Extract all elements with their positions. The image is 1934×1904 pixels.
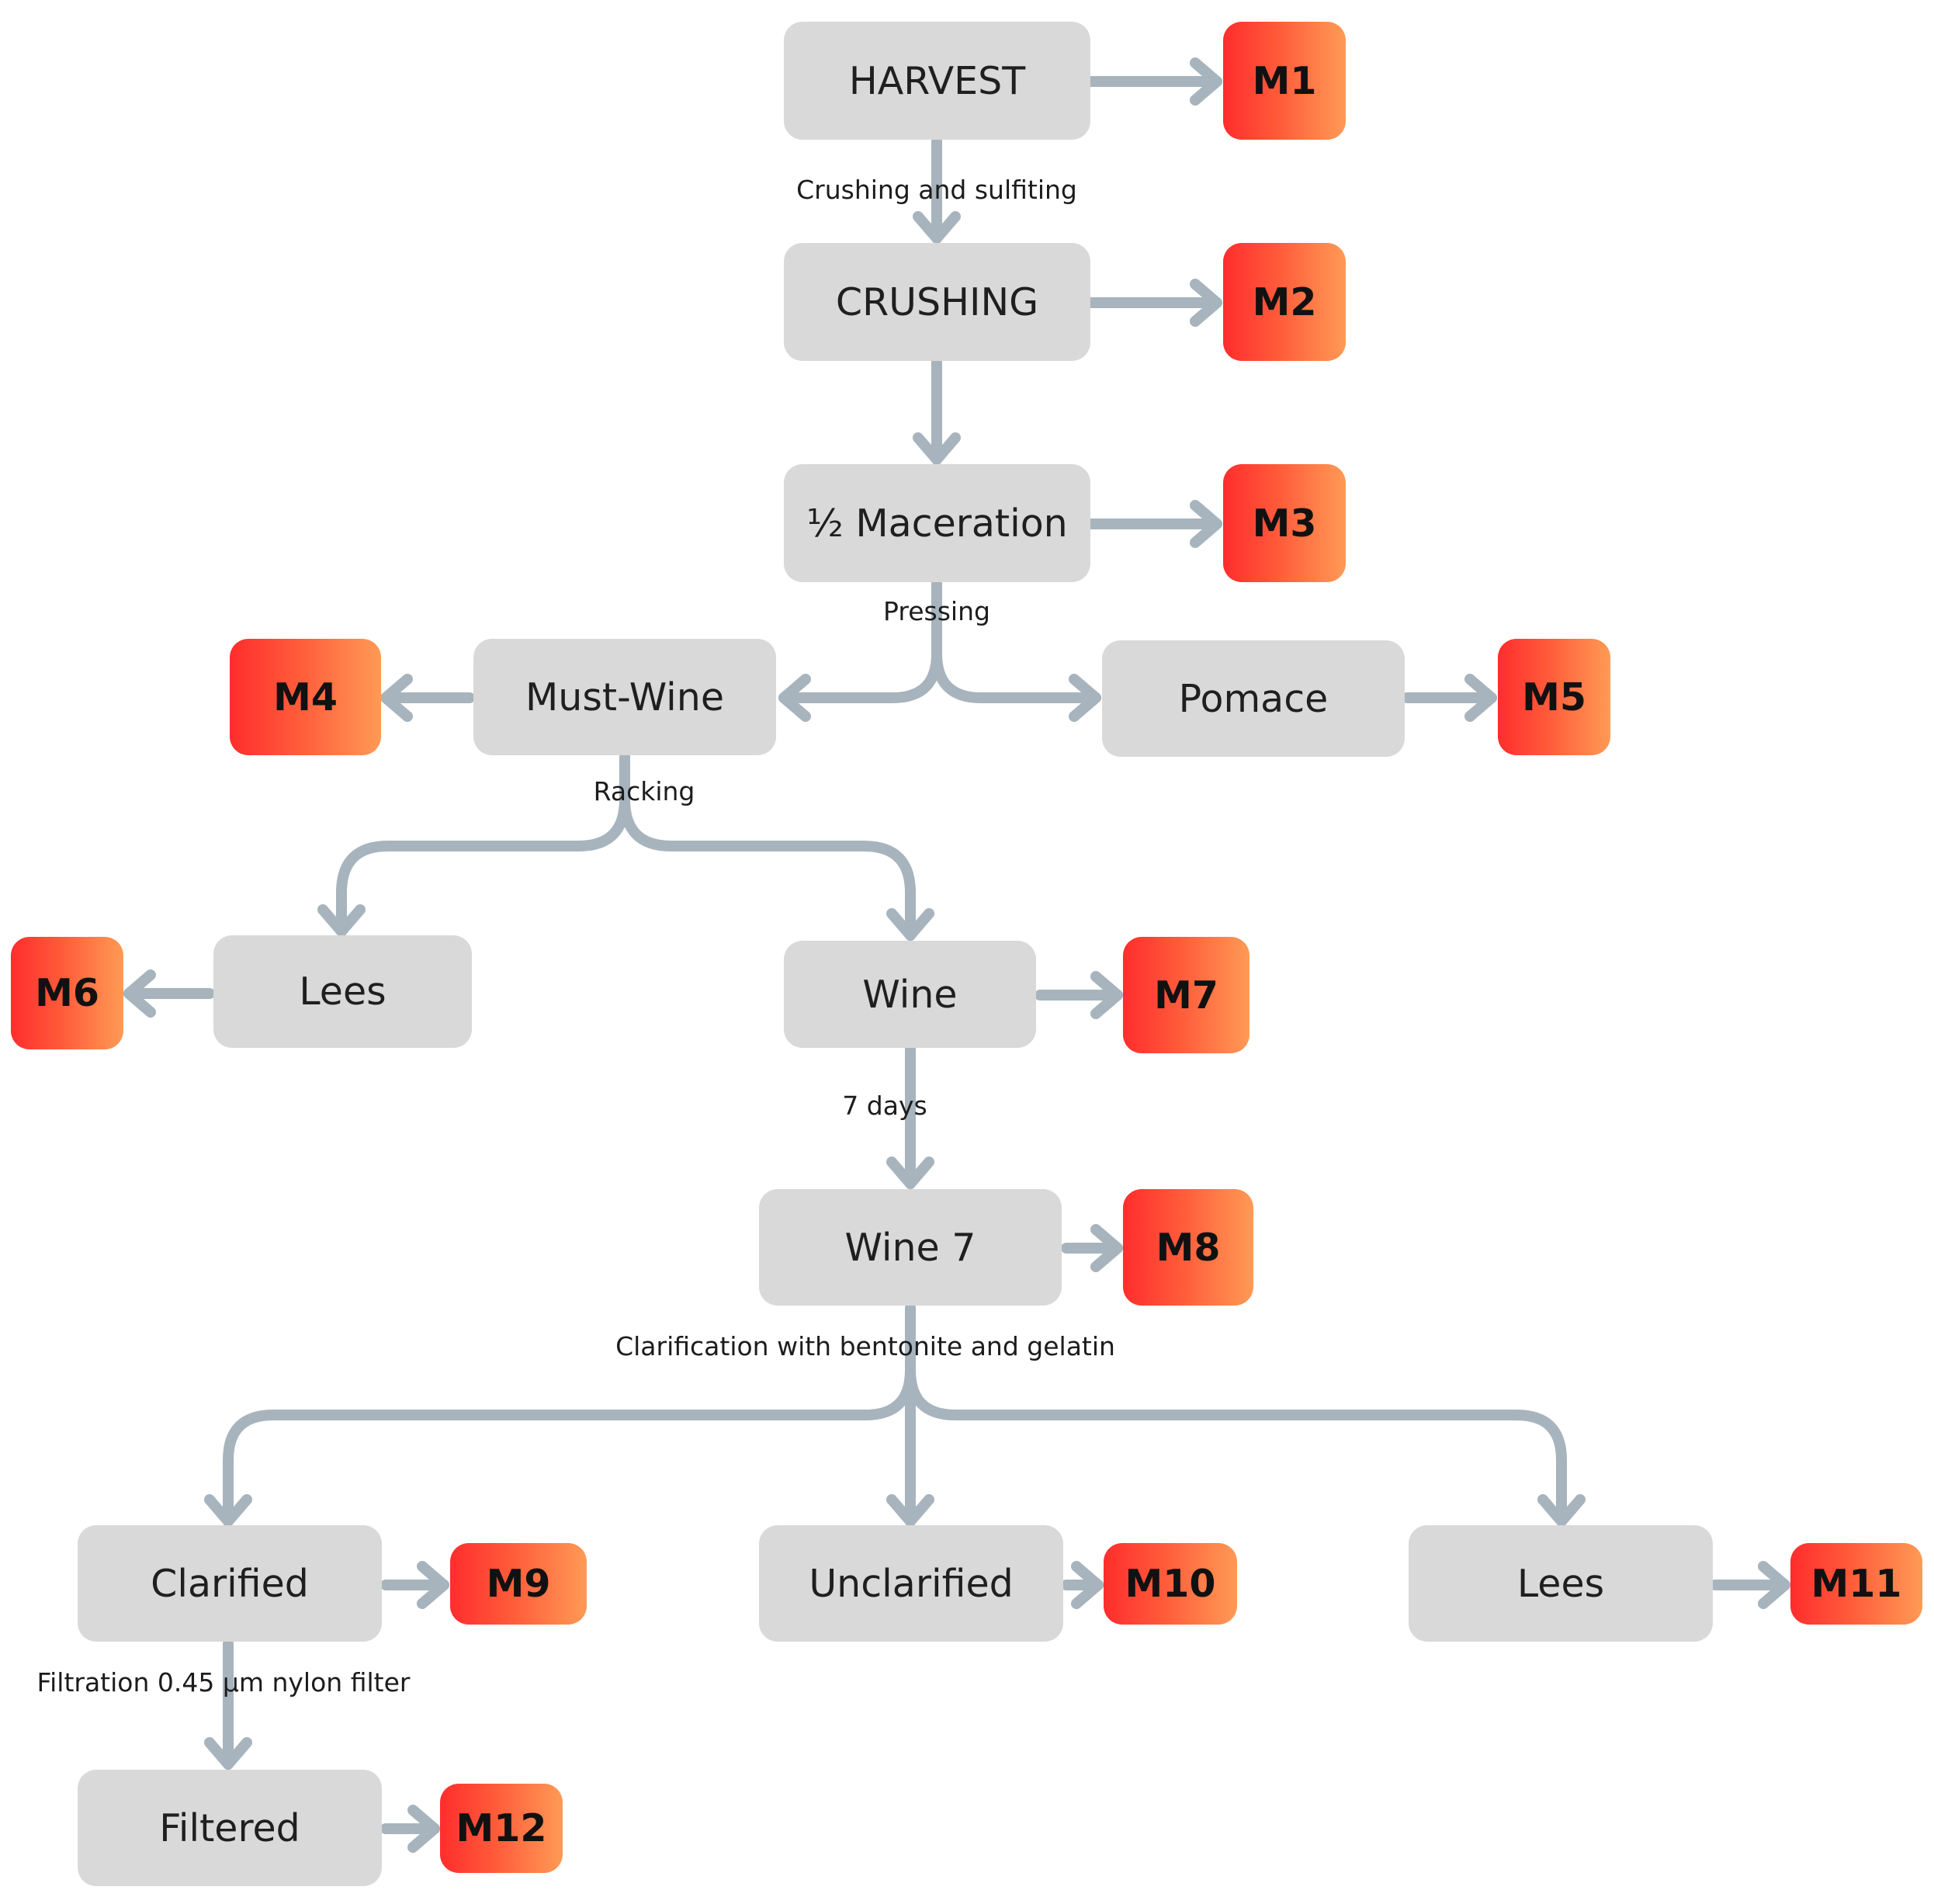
arrow-must-wine-to-lees — [317, 751, 630, 937]
arrow-crushing-to-maceration — [913, 357, 961, 465]
step-maceration: ½ Maceration — [784, 464, 1090, 582]
step-pomace: Pomace — [1102, 640, 1405, 757]
label-racking: Racking — [593, 776, 695, 806]
sample-m4: M4 — [230, 639, 381, 755]
arrow-must-wine-to-wine — [619, 794, 934, 941]
arrow-must-wine-to-m4 — [380, 674, 475, 722]
arrow-harvest-to-m1 — [1085, 57, 1222, 106]
arrow-wine-to-m7 — [1035, 971, 1123, 1019]
step-wine: Wine — [784, 941, 1036, 1048]
arrow-lees-to-m11 — [1710, 1561, 1790, 1609]
arrow-crushing-to-m2 — [1085, 279, 1222, 327]
step-crushing: CRUSHING — [784, 243, 1090, 361]
label-filtration: Filtration 0.45 µm nylon filter — [36, 1667, 411, 1698]
arrow-wine7-to-m8 — [1061, 1224, 1123, 1272]
arrow-wine7-to-lees — [905, 1365, 1586, 1527]
arrow-unclarified-to-m10 — [1061, 1561, 1104, 1609]
step-filtered: Filtered — [78, 1770, 382, 1886]
step-unclarified: Unclarified — [759, 1525, 1063, 1642]
arrow-harvest-to-crushing — [913, 136, 961, 244]
arrow-maceration-to-m3 — [1085, 500, 1222, 548]
arrow-filtered-to-m12 — [380, 1805, 440, 1853]
arrow-wine-to-wine7 — [886, 1044, 934, 1189]
sample-m9: M9 — [450, 1543, 587, 1625]
arrow-lees-to-m6 — [123, 969, 215, 1018]
label-pressing: Pressing — [883, 596, 990, 626]
step-wine7: Wine 7 — [759, 1189, 1062, 1306]
step-clarified: Clarified — [78, 1525, 382, 1642]
label-seven-days: 7 days — [842, 1091, 927, 1121]
arrow-clarified-to-filtered — [204, 1639, 252, 1770]
step-must-wine: Must-Wine — [473, 639, 776, 755]
sample-m3: M3 — [1223, 464, 1346, 582]
arrow-maceration-to-pomace — [931, 648, 1101, 722]
sample-m5: M5 — [1498, 639, 1610, 755]
sample-m2: M2 — [1223, 243, 1346, 361]
sample-m6: M6 — [11, 937, 123, 1049]
label-clarification: Clarification with bentonite and gelatin — [615, 1331, 1115, 1361]
sample-m1: M1 — [1223, 22, 1346, 140]
step-lees-clarification: Lees — [1409, 1525, 1713, 1642]
sample-m11: M11 — [1790, 1543, 1922, 1625]
step-harvest: HARVEST — [784, 22, 1090, 140]
arrow-clarified-to-m9 — [380, 1561, 449, 1609]
step-lees-racking: Lees — [213, 935, 472, 1048]
sample-m10: M10 — [1104, 1543, 1237, 1625]
label-crushing-and-sulfiting: Crushing and sulfiting — [796, 175, 1077, 205]
sample-m8: M8 — [1123, 1189, 1253, 1306]
sample-m7: M7 — [1123, 937, 1249, 1053]
sample-m12: M12 — [440, 1784, 563, 1873]
arrow-pomace-to-m5 — [1402, 674, 1497, 722]
